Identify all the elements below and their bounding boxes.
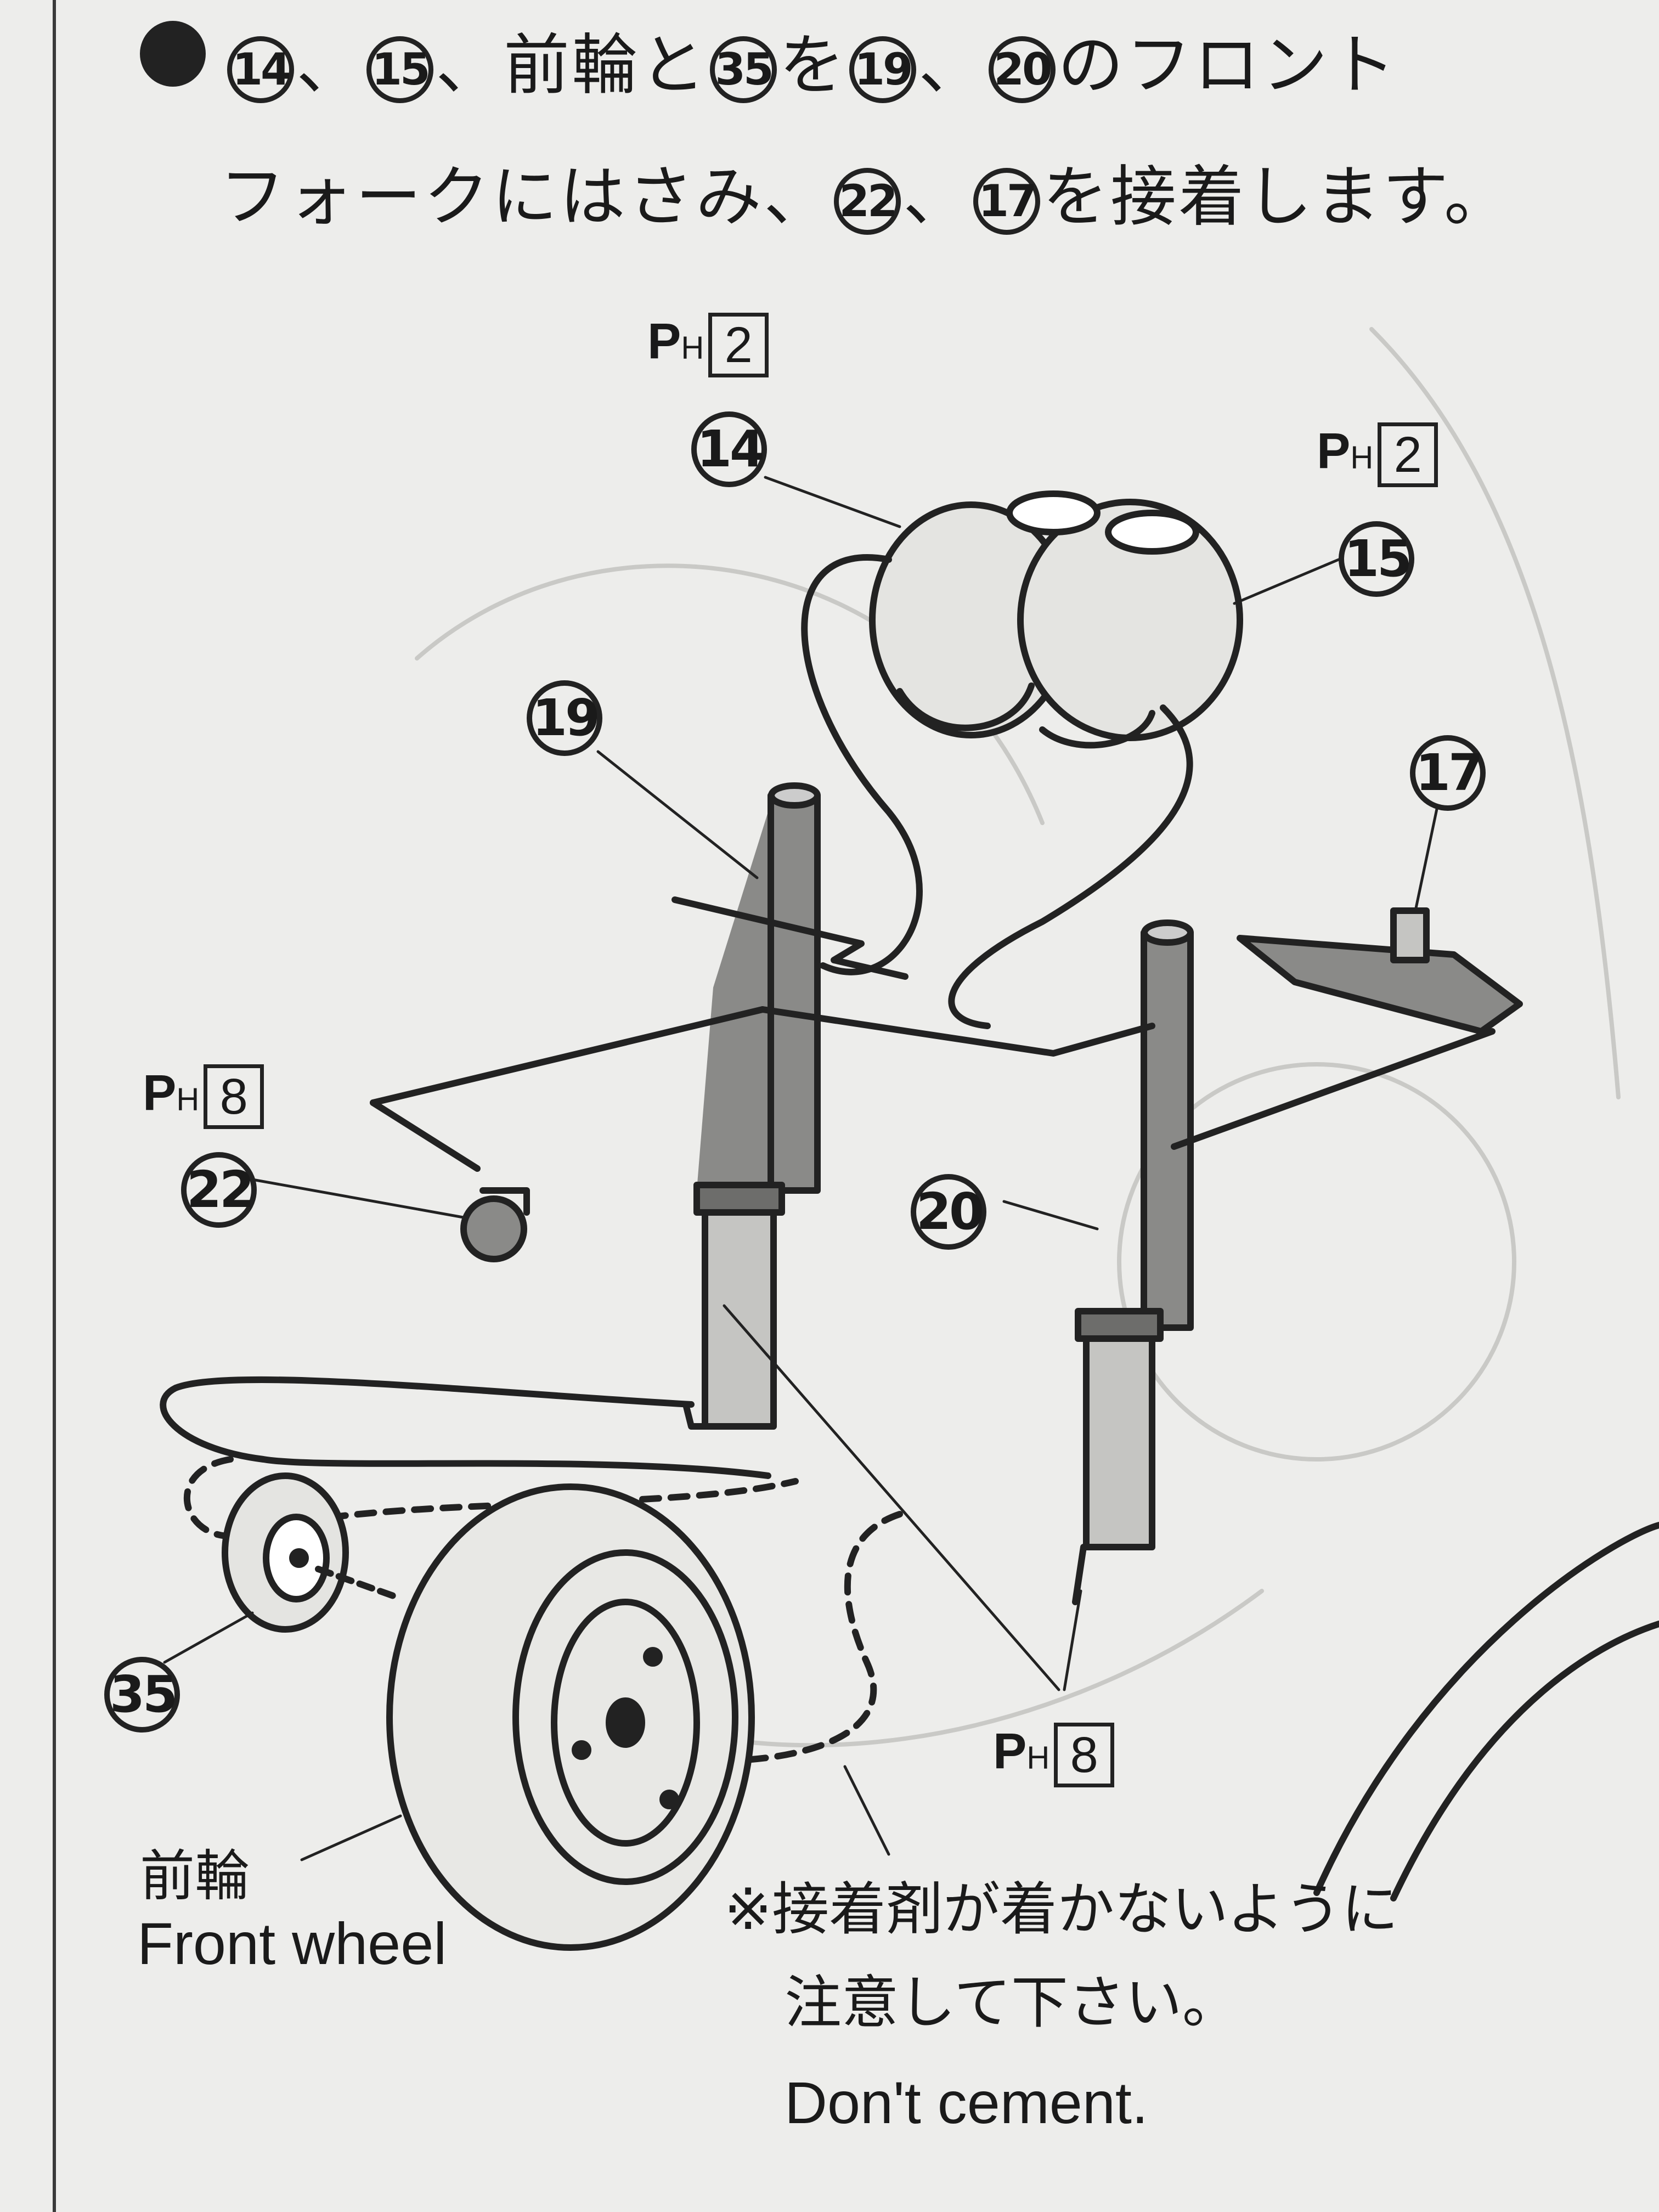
part-number-14: 14 — [227, 36, 294, 104]
instruction-fragment: のフロント — [1058, 27, 1398, 104]
callout-15: 15 — [1339, 521, 1414, 597]
axle-dashed-path — [183, 1456, 799, 1539]
headlight-cable-left — [801, 554, 923, 975]
part-number-15: 15 — [366, 36, 433, 104]
ph-prefix: P — [647, 313, 681, 370]
callout-22: 22 — [181, 1152, 257, 1228]
axle-dashed-path-2 — [710, 1511, 903, 1764]
bracket-stem — [1390, 907, 1430, 963]
axle-rod — [160, 1376, 771, 1479]
instruction-fragment: 、 — [903, 159, 971, 235]
instruction-fragment: を接着します。 — [1042, 159, 1512, 235]
front-wheel-label-jp: 前輪 — [140, 1844, 250, 1908]
ph-box: 8 — [204, 1064, 264, 1129]
headlight-cable-right — [948, 704, 1193, 1029]
ph-prefix: P — [993, 1723, 1027, 1780]
front-wheel-label-en: Front wheel — [137, 1910, 447, 1977]
instruction-fragment: フォークにはさみ、 — [219, 159, 832, 235]
arrow-19 — [672, 896, 909, 980]
callout-14: 14 — [691, 411, 767, 487]
ph-sub: H — [1350, 439, 1374, 476]
part-number-19: 19 — [849, 36, 916, 104]
callout-17: 17 — [1410, 735, 1486, 811]
instruction-fragment: 、前輪と — [436, 27, 708, 104]
callout-20: 20 — [911, 1174, 986, 1250]
caution-en: Don't cement. — [785, 2069, 1148, 2136]
ph-sub: H — [1026, 1740, 1050, 1776]
hub-arrow — [315, 1566, 398, 1600]
ph-prefix: P — [143, 1065, 177, 1121]
hub-35-drawing — [222, 1472, 349, 1633]
instruction-fragment: 、 — [296, 27, 364, 104]
ph-box: 2 — [1378, 422, 1438, 487]
caution-line-2: 注意して下さい。 — [785, 1969, 1239, 2036]
fork-tube-20-drawing — [1072, 919, 1194, 1605]
headlight-14-drawing — [869, 490, 1243, 749]
arrow-center — [759, 1006, 1155, 1057]
leader-lines — [163, 476, 1439, 1861]
part-number-17: 17 — [973, 168, 1040, 235]
instruction-fragment: を — [779, 27, 847, 104]
page-edge — [53, 0, 56, 2212]
ph-sub: H — [176, 1081, 200, 1118]
arrow-22 — [370, 1006, 766, 1106]
callout-19: 19 — [527, 680, 602, 756]
callout-35: 35 — [104, 1657, 180, 1733]
front-wheel-drawing — [386, 1483, 755, 1951]
ph-sub: H — [681, 330, 704, 366]
part-number-20: 20 — [989, 36, 1056, 104]
fork-tube-19-drawing — [682, 782, 821, 1430]
ph-prefix: P — [1317, 423, 1351, 479]
fork-bracket-17 — [1237, 935, 1523, 1035]
caution-line-1: ※接着剤が着かないように — [724, 1876, 1399, 1943]
fender-drawing — [1313, 1522, 1659, 1896]
ph-box: 8 — [1054, 1723, 1115, 1787]
arrow-22-tail — [370, 1099, 481, 1172]
fender-inner — [1390, 1621, 1659, 1901]
ph-box: 2 — [708, 313, 769, 377]
bullet-icon — [140, 21, 206, 87]
horn-22-drawing — [460, 1187, 530, 1262]
instruction-fragment: 、 — [918, 27, 986, 104]
part-number-22: 22 — [834, 168, 901, 235]
part-number-35: 35 — [710, 36, 777, 104]
arrow-17 — [1171, 1028, 1496, 1150]
